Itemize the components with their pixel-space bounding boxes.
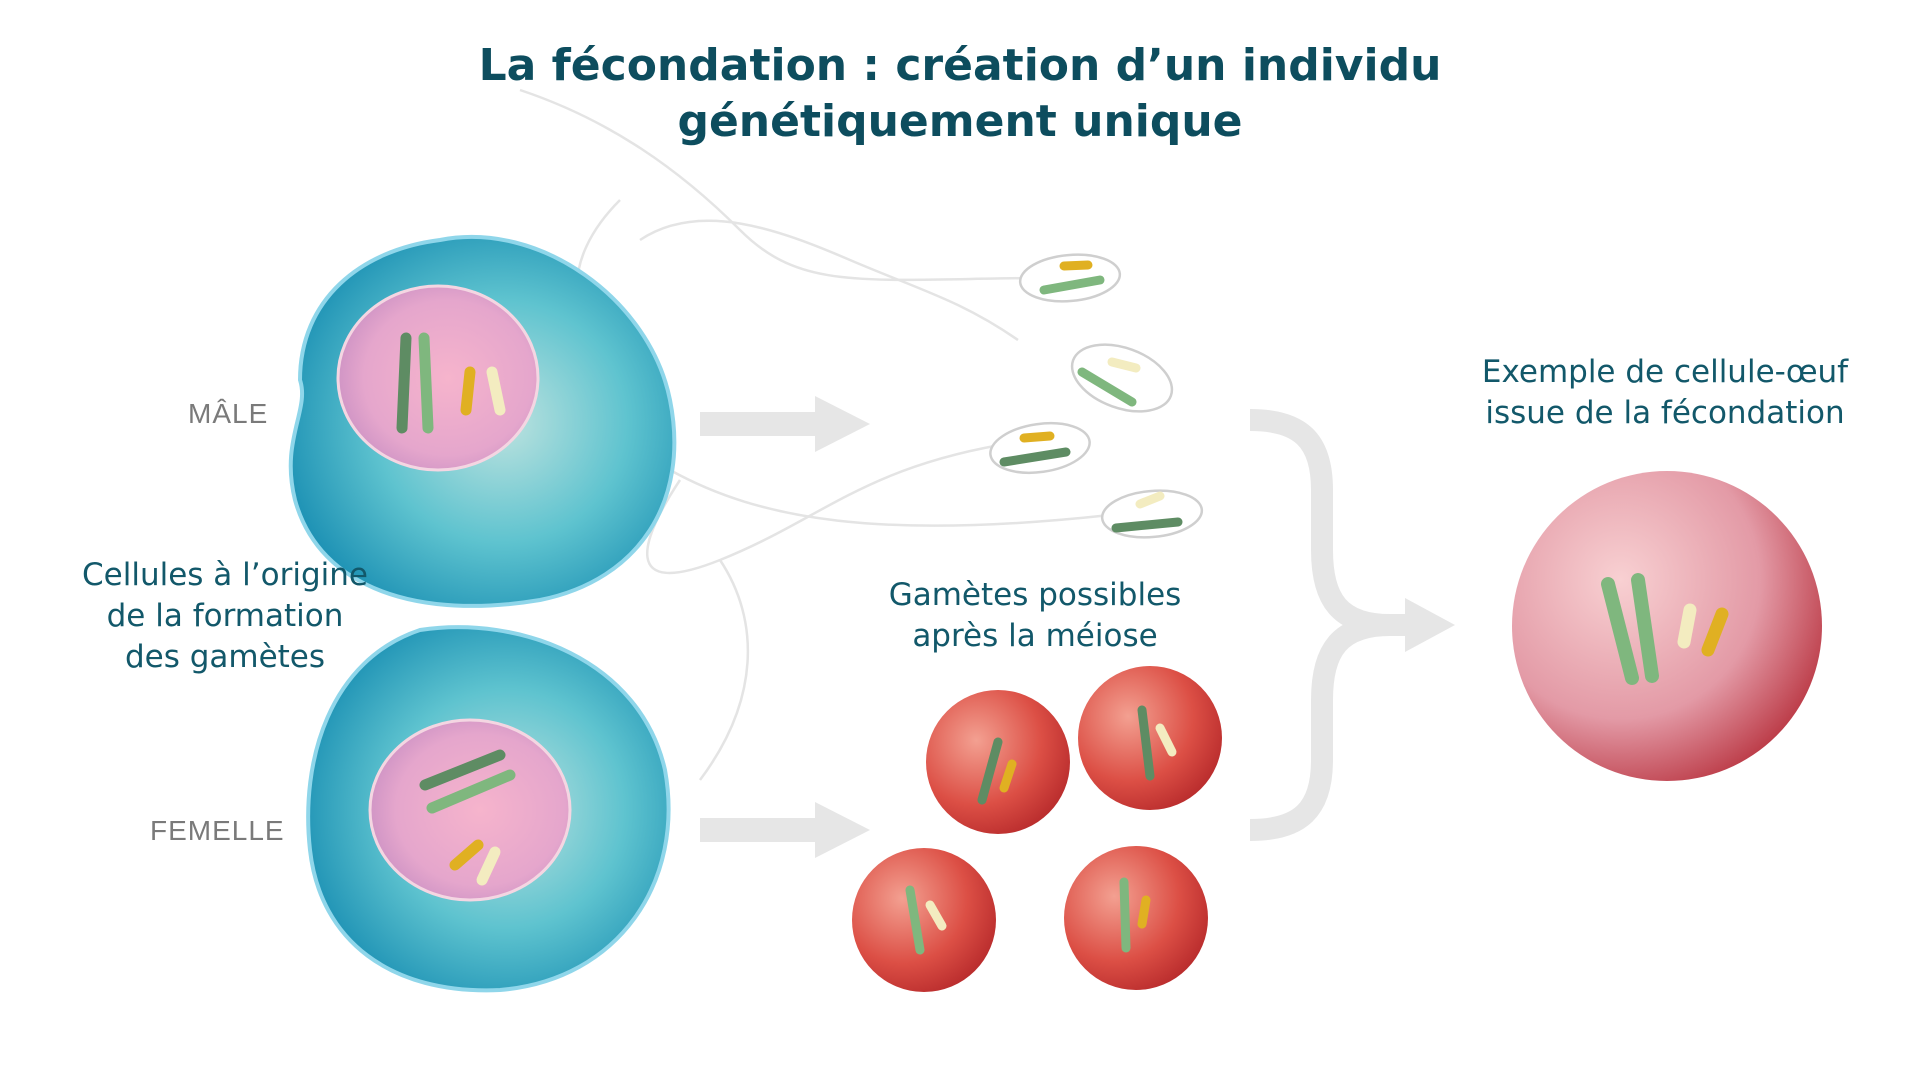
title-line-2: génétiquement unique: [677, 96, 1243, 147]
ovum: [1064, 846, 1208, 990]
ovum: [926, 690, 1070, 834]
sperm-head: [1100, 489, 1204, 539]
ovum: [1078, 666, 1222, 810]
caption-origin-line-2: de la formation: [106, 598, 344, 634]
female-cell: [306, 625, 671, 993]
caption-origin-cells: Cellules à l’origine de la formation des…: [60, 555, 390, 678]
sperm-head: [1070, 343, 1174, 413]
zygote: [1512, 471, 1822, 781]
female-nucleus: [368, 718, 572, 902]
sperm-head: [989, 421, 1091, 475]
caption-gametes-line-2: après la méiose: [912, 618, 1158, 654]
caption-zygote-line-2: issue de la fécondation: [1485, 395, 1845, 431]
caption-origin-line-3: des gamètes: [124, 639, 326, 675]
arrow-female-to-ova: [700, 802, 870, 858]
title-line-1: La fécondation : création d’un individu: [478, 40, 1442, 91]
caption-origin-line-1: Cellules à l’origine: [82, 557, 368, 593]
male-chromosomes: [396, 332, 506, 434]
caption-zygote-line-1: Exemple de cellule-œuf: [1481, 354, 1849, 390]
caption-gametes: Gamètes possibles après la méiose: [870, 575, 1200, 657]
male-cell: [288, 234, 677, 608]
sperm-gametes: [989, 253, 1204, 539]
fusion-arrow-head: [1405, 598, 1455, 652]
ovum-gametes: [852, 666, 1222, 992]
female-label: FEMELLE: [150, 815, 285, 846]
sperm-head: [1018, 253, 1122, 303]
fusion-brace-arrow: [1249, 409, 1410, 841]
caption-zygote: Exemple de cellule-œuf issue de la fécon…: [1445, 352, 1885, 434]
ovum: [852, 848, 996, 992]
female-chromosomes: [419, 749, 516, 886]
male-nucleus: [336, 284, 540, 472]
arrow-male-to-sperm: [700, 396, 870, 452]
male-label: MÂLE: [188, 398, 269, 429]
caption-gametes-line-1: Gamètes possibles: [888, 577, 1182, 613]
page-title: La fécondation : création d’un individu …: [460, 38, 1460, 150]
zygote-chromosomes: [1601, 573, 1729, 685]
